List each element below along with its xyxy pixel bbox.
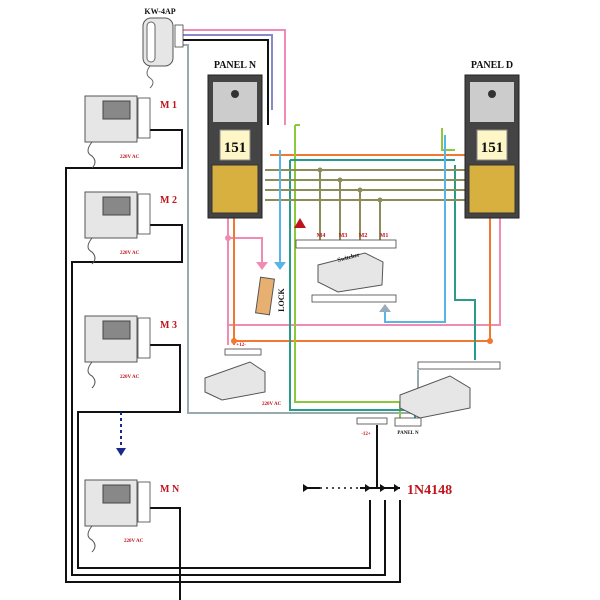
lock-body [254,276,276,316]
panel-number: 151 [481,140,504,156]
arrow-icon [379,304,391,312]
panel-buttons [211,164,259,214]
junction-dot [337,177,343,183]
panel-title: PANEL D [471,60,513,71]
monitor-cord [87,237,96,265]
wire-orange [233,154,491,345]
camera-icon [231,90,239,98]
arrow-icon [256,262,268,270]
switcher-output-label: M2 [359,233,368,239]
handset-terminal [174,24,184,48]
panel-display [219,129,251,161]
monitor-screen [102,100,131,120]
junction-dot [317,167,323,173]
diode-icon [365,484,371,492]
wire-olive [265,169,465,240]
panel-switcher-body [399,375,471,419]
arrow-up-icon [294,218,306,228]
switcher: M4 M3 M2 M1 Switcher [295,233,397,303]
power-supply-terminals [224,348,262,356]
wire-black-bus [65,129,401,600]
monitor-power: 220V AC [120,251,140,256]
switcher-output-label: M4 [317,233,326,239]
junction-dot [377,197,383,203]
switcher-body [317,252,384,293]
power-supply-mains: 220V AC [262,402,282,407]
monitor-label: M 3 [160,320,177,331]
monitor-power: 220V AC [124,539,144,544]
diode-chain: 1N4148 [303,483,452,498]
monitor-label: M 1 [160,100,177,111]
switcher-output-label: M1 [380,233,389,239]
monitor-terminal [137,97,151,139]
panel-n: PANEL N 151 [207,60,263,219]
switcher-input-terminals [311,294,397,303]
monitor-mn: M N 220V AC [84,479,180,553]
wire-pink-handset [183,29,286,125]
monitor-m3: M 3 220V AC [84,315,177,389]
power-supply: +12- 220V AC [204,343,282,407]
wire-black-diodes [305,425,400,489]
arrow-icon [274,262,286,270]
switcher-label: Switcher [337,252,361,264]
wire-lavender-handset [183,34,273,110]
panel-camera-speaker [213,82,257,122]
monitor-power: 220V AC [120,155,140,160]
monitor-cord [87,361,96,389]
monitor-m1: M 1 220V AC [84,95,177,169]
wire-lightblue [279,135,446,323]
more-monitors-arrow [116,412,126,456]
power-supply-voltage: +12- [236,343,246,348]
handset-receiver [146,21,156,63]
diode-icon [380,484,386,492]
junction-dot [487,338,493,344]
monitor-screen [102,196,131,216]
monitor-terminal [137,193,151,235]
handset-cord [146,65,154,89]
panel-camera-speaker [470,82,514,122]
monitor-terminal [137,317,151,359]
camera-icon [488,90,496,98]
panel-n-terminal [394,417,422,427]
supply-terminal [356,417,388,425]
monitor-cord [87,525,96,553]
handset-kw4ap: KW-4AP [142,7,184,89]
monitor-m2: M 2 220V AC [84,191,177,265]
diode-icon [394,484,400,492]
bottom-terminals: -12+ PANEL N [356,417,422,437]
panel-title: PANEL N [214,60,257,71]
door-lock: LOCK [254,276,286,316]
monitor-power: 220V AC [120,375,140,380]
monitor-cord [87,141,96,169]
monitor-label: M N [160,484,180,495]
panel-buttons [468,164,516,214]
switcher-output-terminals [295,239,397,249]
monitor-label: M 2 [160,195,177,206]
junction-dot [225,235,231,241]
diode-label: 1N4148 [407,483,452,498]
junction-dot [357,187,363,193]
handset-model: KW-4AP [144,7,175,16]
panel-switcher [399,361,501,419]
panel-switcher-terminals [417,361,501,370]
panel-n-terminal-label: PANEL N [397,431,419,436]
supply-voltage: -12+ [361,432,371,437]
panel-number: 151 [224,140,247,156]
lock-label: LOCK [277,287,286,311]
wire-black-handset [183,39,269,125]
junction-dot [231,338,237,344]
monitor-screen [102,484,131,504]
switcher-output-label: M3 [339,233,348,239]
arrow-down-icon [116,448,126,456]
power-supply-body [204,361,266,401]
monitor-screen [102,320,131,340]
diode-icon [303,484,309,492]
monitor-terminal [137,481,151,523]
panel-display [476,129,508,161]
panel-d: PANEL D 151 [464,60,520,219]
